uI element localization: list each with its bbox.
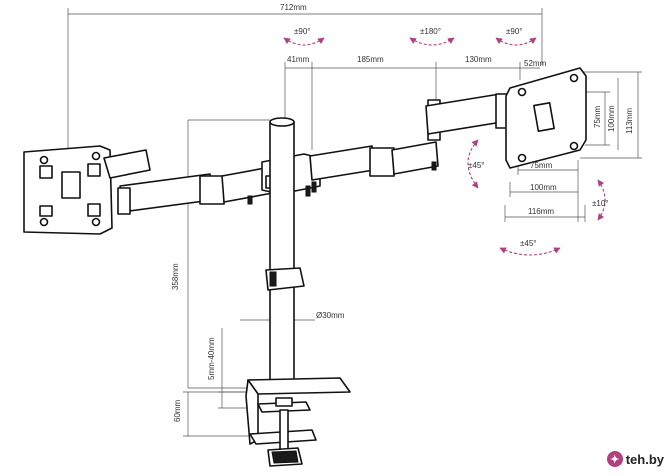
- dim-vesa-h2: 100mm: [530, 183, 557, 192]
- dim-plate-offset: 52mm: [524, 59, 547, 68]
- watermark-text: teh.by: [625, 451, 664, 467]
- watermark: ✦ teh.by: [606, 451, 664, 467]
- rotation-arcs: [283, 37, 606, 256]
- dim-total-width: 712mm: [280, 3, 307, 12]
- rot-tilt-plate: ±10°: [592, 199, 609, 208]
- rot-rotate-side: ±45°: [468, 161, 485, 170]
- dim-vesa-v2: 100mm: [607, 105, 616, 132]
- dimension-lines: [67, 8, 642, 437]
- dim-clamp-range: 5mm-40mm: [207, 337, 216, 380]
- dim-arm-seg-b: 185mm: [357, 55, 384, 64]
- dim-plate-h: 116mm: [528, 207, 554, 216]
- rot-rotate-bottom: ±45°: [520, 239, 537, 248]
- dim-vesa-v1: 75mm: [593, 105, 602, 128]
- dim-height: 358mm: [171, 263, 180, 290]
- rot-tilt-left: ±90°: [294, 27, 311, 36]
- desk-clamp: [245, 377, 351, 467]
- rot-tilt-right: ±90°: [506, 27, 523, 36]
- dim-arm-seg-a: 41mm: [287, 55, 310, 64]
- pole: [265, 117, 305, 391]
- dim-arm-seg-c: 130mm: [465, 55, 492, 64]
- right-arm: [309, 93, 519, 181]
- dim-vesa-h1: 75mm: [530, 161, 553, 170]
- lightbulb-icon: ✦: [606, 451, 623, 467]
- dim-clamp-height: 60mm: [173, 399, 182, 422]
- left-vesa-plate: [23, 145, 113, 235]
- dim-plate-v: 113mm: [625, 108, 634, 134]
- right-vesa-plate: [505, 67, 587, 169]
- left-arm: [103, 149, 279, 215]
- dim-pole-diameter: Ø30mm: [316, 311, 345, 320]
- rot-swivel-center: ±180°: [420, 27, 441, 36]
